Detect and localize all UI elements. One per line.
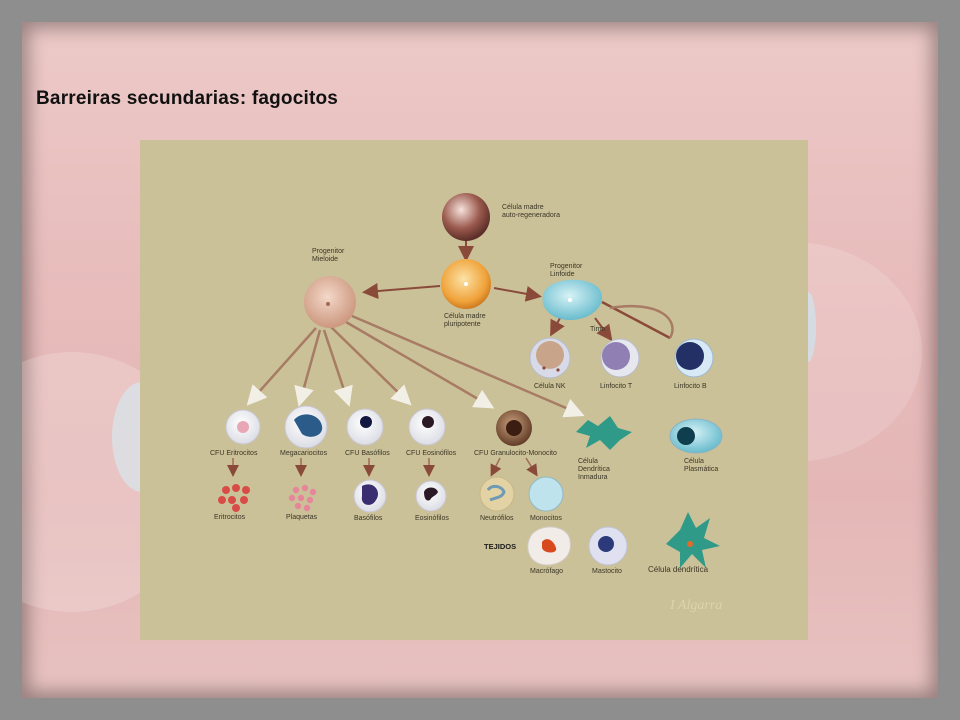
label-macrophage: Macrófago [530, 568, 564, 575]
label-erythrocytes: Eritrocitos [214, 514, 246, 521]
myeloid-progenitor-cell [304, 276, 356, 328]
label-pluripotent-stem-cell: Célula madre pluripotente [444, 313, 486, 328]
lymphoid-progenitor-cell [542, 279, 603, 320]
label-plasma-cell: Célula Plasmática [684, 458, 719, 473]
label-mast-cell: Mastocito [592, 568, 622, 575]
monocyte-cell [528, 476, 564, 512]
diagram-graphics [218, 193, 723, 568]
b-cell-arrow [609, 305, 674, 339]
label-basophils: Basófilos [354, 515, 383, 522]
label-self-renewing-stem-cell: Célula madre auto-regeneradora [502, 204, 560, 219]
neutrophil-cell [479, 476, 515, 512]
label-tissues: TEJIDOS [484, 542, 517, 551]
small-arrows [227, 457, 538, 477]
erythrocytes-group [218, 484, 250, 512]
label-dendritic-cell: Célula dendrítica [648, 565, 709, 574]
dendritic-cell [666, 512, 720, 568]
stem-cell-self-renewing [442, 193, 490, 241]
cell-nucleus [464, 282, 468, 286]
label-monocytes: Monocitos [530, 515, 562, 522]
label-megakaryocytes: Megacariocitos [280, 450, 328, 457]
artist-signature: I Algarra [670, 598, 723, 613]
label-eosinophils: Eosinófilos [415, 515, 449, 522]
cell-nucleus [687, 541, 693, 547]
label-platelets: Plaquetas [286, 514, 318, 521]
myeloid-arrows [246, 314, 585, 418]
label-nk-cell: Célula NK [534, 383, 566, 390]
arrows [362, 239, 671, 342]
cell-nucleus [326, 302, 330, 306]
label-thymus: Timo [590, 326, 606, 333]
label-lymphoid-progenitor: Progenitor Linfoide [550, 263, 583, 278]
label-b-lymphocyte: Linfocito B [674, 383, 707, 390]
label-cfu-eosinophils: CFU Eosinófilos [406, 450, 457, 457]
label-neutrophils: Neutrófilos [480, 515, 514, 522]
label-immature-dendritic-cell: Célula Dendrítica Inmadura [578, 458, 610, 481]
platelets-group [288, 484, 317, 512]
immature-dendritic-cell [576, 416, 632, 450]
hematopoiesis-diagram: Célula madre auto-regeneradora Progenito… [140, 140, 808, 640]
label-cfu-erythrocytes: CFU Eritrocitos [210, 450, 258, 457]
plasma-cell [669, 418, 723, 454]
label-myeloid-progenitor: Progenitor Mieloide [312, 248, 345, 263]
label-cfu-granulocyte-monocyte: CFU Granulocito-Monocito [474, 450, 557, 457]
label-cfu-basophils: CFU Basófilos [345, 450, 390, 457]
label-t-lymphocyte: Linfocito T [600, 383, 633, 390]
slide-title: Barreiras secundarias: fagocitos [36, 88, 339, 109]
cell-nucleus [568, 298, 572, 302]
